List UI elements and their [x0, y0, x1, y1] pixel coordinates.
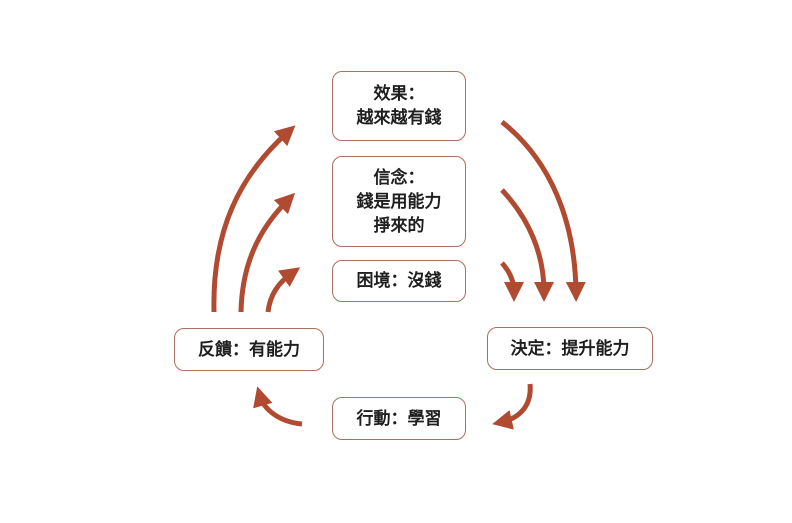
node-effect-line-1: 效果： [373, 84, 425, 104]
arrow-feedback-to-belief [238, 192, 296, 313]
node-effect: 效果： 越來越有錢 [332, 71, 466, 141]
node-action-line-1: 行動：學習 [356, 408, 442, 429]
node-decision-line-1: 決定：提升能力 [510, 338, 630, 359]
node-belief-line-1: 信念： [373, 167, 425, 188]
node-effect-line-2: 越來越有錢 [356, 108, 442, 128]
node-belief: 信念： 錢是用能力 掙來的 [332, 156, 466, 247]
node-feedback: 反饋：有能力 [174, 328, 324, 371]
node-action: 行動：學習 [332, 397, 466, 440]
node-belief-line-2: 錢是用能力 [356, 191, 442, 212]
node-decision: 決定：提升能力 [487, 327, 653, 370]
arrow-feedback-to-effect [211, 125, 296, 313]
arrow-decision-to-action [492, 383, 533, 430]
node-dilemma-line-1: 困境：沒錢 [356, 271, 442, 291]
node-feedback-line-1: 反饋：有能力 [198, 339, 300, 360]
arrow-belief-to-decision [500, 188, 554, 302]
arrow-feedback-to-dilemma [265, 267, 301, 313]
node-dilemma: 困境：沒錢 [332, 260, 466, 302]
arrow-effect-to-decision [500, 120, 586, 302]
node-belief-line-3: 掙來的 [373, 215, 425, 236]
arrow-dilemma-to-decision [500, 261, 524, 302]
arrow-action-to-feedback [253, 386, 303, 427]
